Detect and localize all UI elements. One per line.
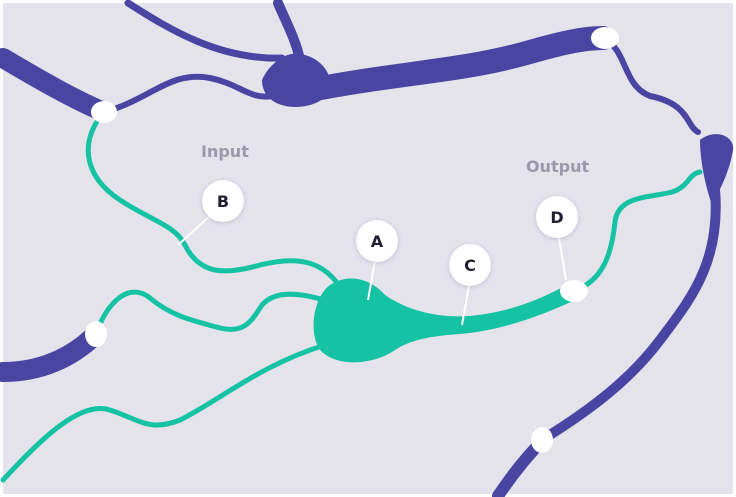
node-output xyxy=(560,280,588,302)
dendrite-output xyxy=(571,169,703,294)
axon-node2-to-terminal xyxy=(600,35,701,135)
dendrite-input-b xyxy=(85,109,345,293)
input-label: Input xyxy=(201,142,249,161)
callout-c: C xyxy=(449,244,491,286)
soma xyxy=(313,278,575,363)
axon-hub-top xyxy=(273,0,305,65)
node-top-right xyxy=(591,27,619,49)
axon-right-terminal xyxy=(700,134,734,205)
dendrite-middle xyxy=(93,289,333,337)
axon-top-branch xyxy=(124,0,286,62)
leader-d xyxy=(557,231,567,281)
axon-hub-to-node2 xyxy=(288,26,615,104)
node-top-left xyxy=(91,101,117,123)
leader-c xyxy=(461,279,471,326)
callout-a: A xyxy=(356,220,398,262)
node-bottom xyxy=(531,427,553,453)
callout-d: D xyxy=(536,196,578,238)
leader-b xyxy=(177,211,215,246)
axon-node1-to-hub xyxy=(101,73,275,115)
callout-b: B xyxy=(202,180,244,222)
leader-a xyxy=(367,254,377,301)
axon-right-descending xyxy=(540,175,721,443)
node-left xyxy=(85,321,107,347)
dendrite-bottom xyxy=(0,342,328,483)
output-label: Output xyxy=(526,157,590,176)
